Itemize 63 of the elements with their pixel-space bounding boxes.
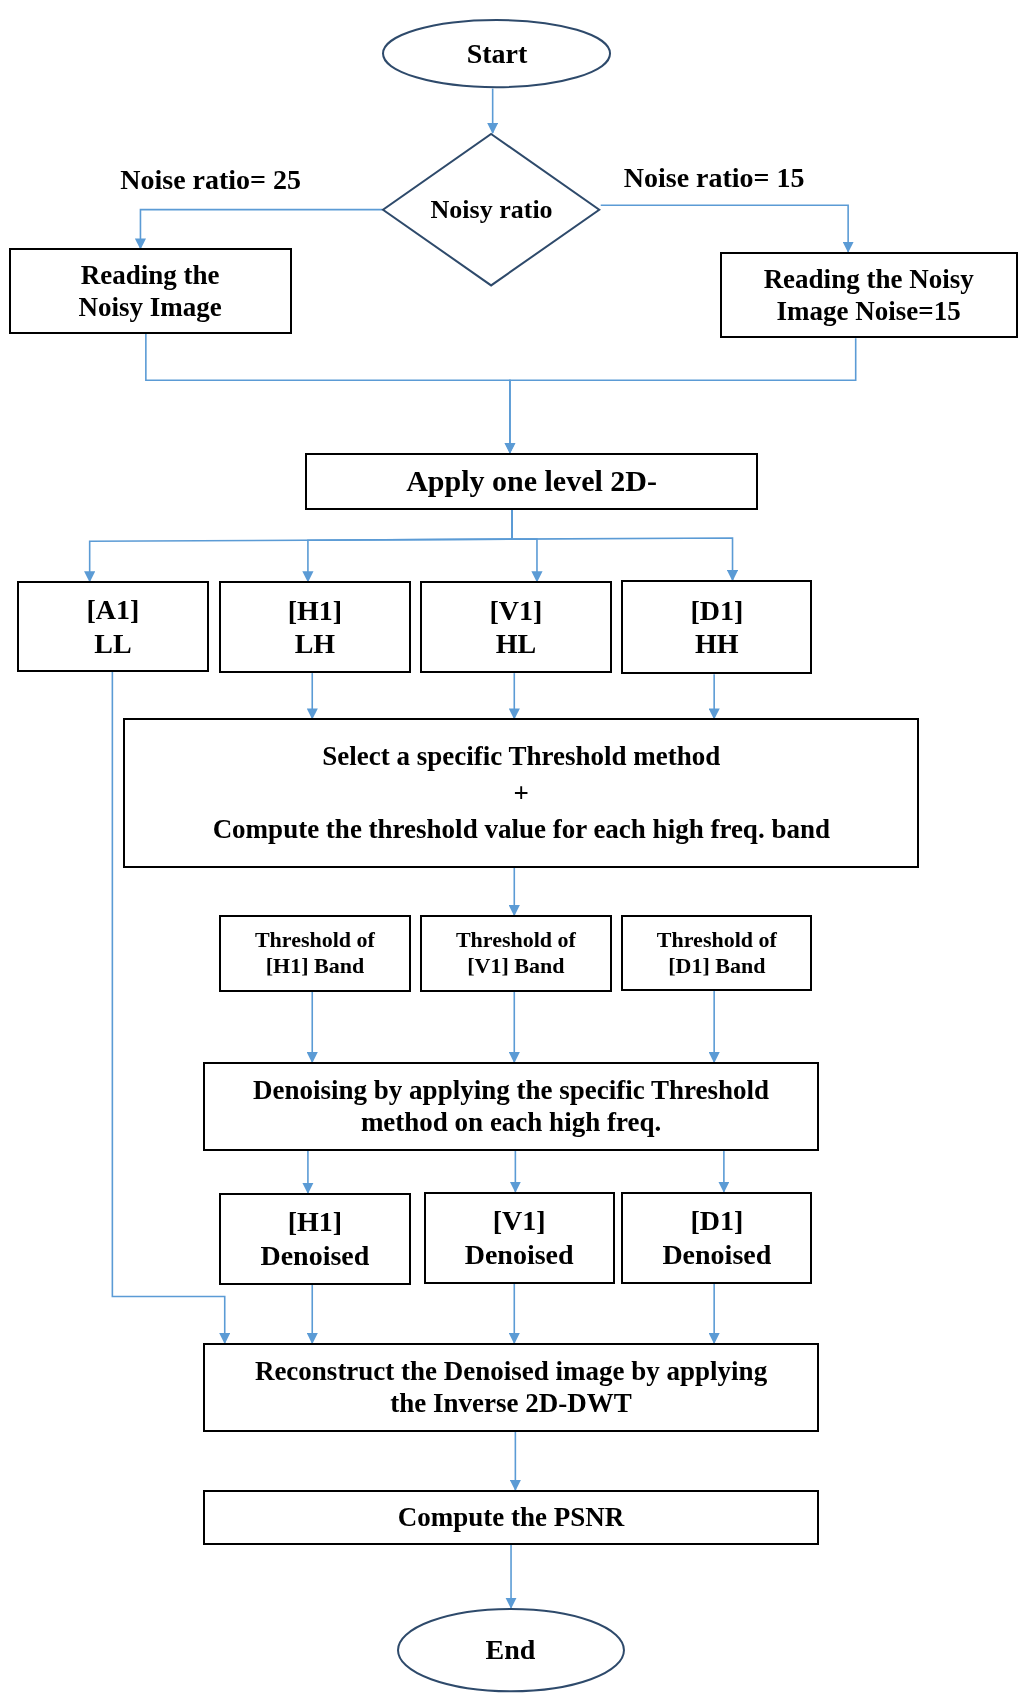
node-text: [H1] LH: [286, 593, 344, 661]
arrow: [505, 1544, 517, 1609]
process-box: [719, 251, 1018, 339]
node-text: Threshold of [V1] Band: [454, 927, 577, 980]
node-text: Denoising by applying the specific Threshold method on each high freq.: [252, 1073, 770, 1139]
arrow: [718, 1149, 730, 1193]
arrow: [509, 1149, 521, 1193]
node-text: [H1] Denoised: [259, 1205, 371, 1273]
process-box: [304, 452, 759, 510]
process-box: [17, 581, 209, 672]
decision-diamond: [382, 132, 601, 287]
node-text: Threshold of [D1] Band: [655, 926, 778, 980]
process-box: [219, 915, 411, 992]
node-text: Reading the Noisy Image Noise=15: [762, 262, 975, 328]
start-terminal: [382, 19, 612, 89]
process-box: [420, 915, 612, 992]
node-text: Reconstruct the Denoised image by applying the Inverse 2D-DWT: [253, 1354, 769, 1420]
arrow: [111, 671, 231, 1345]
node-text: End: [485, 1633, 536, 1667]
process-box: [621, 580, 813, 675]
arrow: [708, 989, 720, 1064]
process-box: [420, 581, 612, 674]
node-text: Select a specific Threshold method: [322, 740, 721, 773]
arrow: [487, 87, 499, 134]
node-text: Apply one level 2D-: [406, 463, 657, 500]
arrow: [306, 991, 318, 1064]
arrow: [504, 337, 857, 454]
process-box: [8, 248, 292, 334]
arrow: [306, 1283, 318, 1345]
arrow: [134, 208, 384, 250]
process-box: [621, 915, 813, 991]
process-box: [123, 718, 920, 868]
process-box: [203, 1489, 819, 1545]
arrow: [508, 991, 520, 1064]
node-text: Threshold of [H1] Band: [253, 927, 376, 980]
process-box: [219, 1192, 411, 1285]
node-text: Start: [466, 37, 528, 71]
arrow: [508, 672, 520, 720]
end-terminal: [396, 1607, 625, 1692]
plus-sign: +: [513, 776, 529, 810]
node-text: Compute the threshold value for each high freq. band: [212, 813, 830, 846]
node-text: [V1] HL: [488, 593, 544, 661]
node-text: Compute the PSNR: [397, 1501, 625, 1534]
process-box: [621, 1191, 813, 1284]
node-text: [V1] Denoised: [463, 1204, 575, 1272]
arrow: [508, 1282, 520, 1345]
arrow: [508, 866, 520, 917]
node-text: [D1] Denoised: [661, 1204, 773, 1272]
arrow: [708, 1282, 720, 1345]
arrow: [306, 672, 318, 720]
node-text: Reading the Noisy Image: [77, 258, 223, 324]
node-text: Noisy ratio: [430, 194, 553, 226]
process-box: [219, 581, 411, 674]
arrow: [302, 1149, 314, 1194]
process-box: [203, 1342, 819, 1432]
arrow: [599, 204, 854, 253]
node-text: [D1] HH: [689, 593, 745, 661]
arrow: [708, 673, 720, 720]
process-box: [203, 1062, 819, 1151]
process-box: [423, 1191, 615, 1284]
arrow: [509, 1430, 521, 1491]
arrow: [511, 509, 739, 582]
node-text: [A1] LL: [85, 593, 141, 661]
